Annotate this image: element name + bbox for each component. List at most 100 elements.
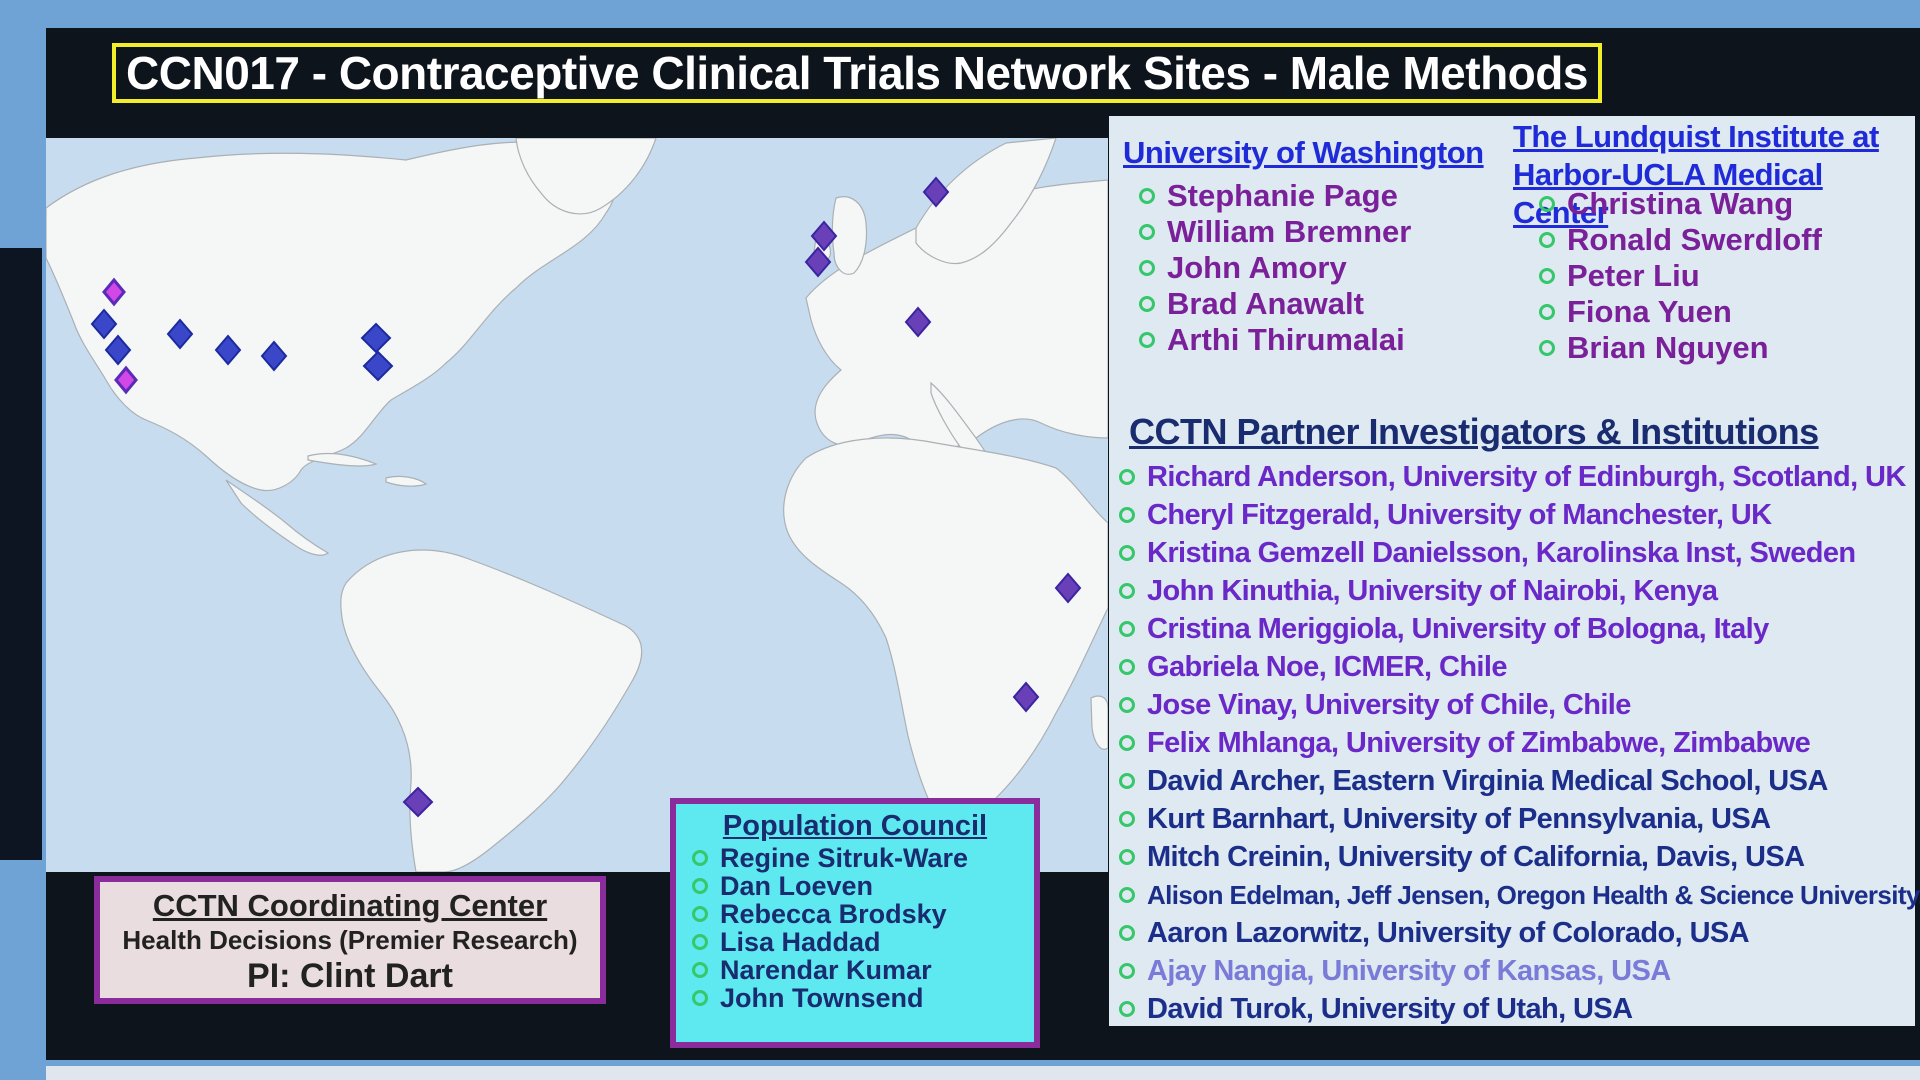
list-item: Alison Edelman, Jeff Jensen, Oregon Heal… [1119, 876, 1920, 914]
partner-entry: Ajay Nangia, University of Kansas, USA [1147, 955, 1671, 987]
list-item: Lisa Haddad [692, 928, 1034, 956]
bullet-circle-icon [1119, 697, 1135, 713]
member-name: Brad Anawalt [1167, 286, 1364, 321]
member-name: Lisa Haddad [720, 927, 881, 957]
list-item: Jose Vinay, University of Chile, Chile [1119, 686, 1909, 724]
bullet-circle-icon [1119, 849, 1135, 865]
bullet-circle-icon [692, 962, 708, 978]
bullet-circle-icon [1139, 296, 1155, 312]
list-item: Stephanie Page [1139, 178, 1411, 214]
list-item: Fiona Yuen [1539, 294, 1822, 330]
site-marker-harare[interactable] [1012, 681, 1040, 713]
site-marker-colorado[interactable] [214, 334, 242, 366]
university-of-washington-title[interactable]: University of Washington [1123, 135, 1484, 170]
bullet-circle-icon [692, 878, 708, 894]
member-name: Arthi Thirumalai [1167, 322, 1405, 357]
partner-entry: Alison Edelman, Jeff Jensen, Oregon Heal… [1147, 880, 1920, 910]
list-item: Rebecca Brodsky [692, 900, 1034, 928]
member-name: Rebecca Brodsky [720, 899, 947, 929]
site-marker-los-angeles[interactable] [114, 365, 138, 395]
slide-title: CCN017 - Contraceptive Clinical Trials N… [112, 43, 1602, 103]
caribbean-islands [307, 453, 428, 487]
list-item: Ronald Swerdloff [1539, 222, 1822, 258]
partners-list: Richard Anderson, University of Edinburg… [1119, 458, 1920, 1028]
bullet-circle-icon [692, 990, 708, 1006]
site-marker-virginia[interactable] [362, 350, 394, 382]
list-item: Aaron Lazorwitz, University of Colorado,… [1119, 914, 1909, 952]
coordinating-center-title: CCTN Coordinating Center [152, 888, 548, 923]
member-name: John Amory [1167, 250, 1347, 285]
bullet-circle-icon [1119, 963, 1135, 979]
member-name: Regine Sitruk-Ware [720, 843, 969, 873]
member-name: Fiona Yuen [1567, 294, 1732, 329]
partner-entry: Felix Mhlanga, University of Zimbabwe, Z… [1147, 727, 1811, 759]
site-marker-portland[interactable] [90, 308, 118, 340]
list-item: Peter Liu [1539, 258, 1822, 294]
coordinating-center-box: CCTN Coordinating Center Health Decision… [94, 876, 606, 1004]
site-marker-seattle[interactable] [102, 277, 126, 307]
member-name: Stephanie Page [1167, 178, 1398, 213]
site-marker-davis[interactable] [104, 334, 132, 366]
list-item: John Kinuthia, University of Nairobi, Ke… [1119, 572, 1909, 610]
partner-entry: John Kinuthia, University of Nairobi, Ke… [1147, 575, 1718, 607]
coordinating-center-pi: PI: Clint Dart [247, 957, 453, 995]
bullet-circle-icon [692, 934, 708, 950]
central-america [225, 479, 330, 556]
investigators-panel: University of Washington Stephanie Page … [1109, 116, 1920, 1028]
list-item: David Archer, Eastern Virginia Medical S… [1119, 762, 1909, 800]
list-item: Richard Anderson, University of Edinburg… [1119, 458, 1909, 496]
lundquist-institute-list: Christina Wang Ronald Swerdloff Peter Li… [1539, 186, 1822, 366]
bullet-circle-icon [1139, 188, 1155, 204]
partner-entry: David Turok, University of Utah, USA [1147, 993, 1633, 1025]
bullet-circle-icon [1139, 224, 1155, 240]
member-name: Christina Wang [1567, 186, 1794, 221]
list-item: Ajay Nangia, University of Kansas, USA [1119, 952, 1909, 990]
partner-entry: Mitch Creinin, University of California,… [1147, 841, 1805, 873]
population-council-title: Population Council [722, 810, 988, 842]
list-item: Gabriela Noe, ICMER, Chile [1119, 648, 1909, 686]
list-item: Regine Sitruk-Ware [692, 844, 1034, 872]
partner-entry: Kurt Barnhart, University of Pennsylvani… [1147, 803, 1771, 835]
bullet-circle-icon [1119, 507, 1135, 523]
bullet-circle-icon [1119, 811, 1135, 827]
bullet-circle-icon [1539, 304, 1555, 320]
member-name: William Bremner [1167, 214, 1412, 249]
population-council-list: Regine Sitruk-Ware Dan Loeven Rebecca Br… [676, 844, 1034, 1012]
partner-entry: David Archer, Eastern Virginia Medical S… [1147, 765, 1828, 797]
lundquist-title-line-1: The Lundquist Institute at [1513, 119, 1879, 154]
bullet-circle-icon [1539, 268, 1555, 284]
list-item: Dan Loeven [692, 872, 1034, 900]
bullet-circle-icon [1119, 925, 1135, 941]
bullet-circle-icon [692, 906, 708, 922]
partner-entry: Richard Anderson, University of Edinburg… [1147, 461, 1906, 493]
bullet-circle-icon [1119, 1001, 1135, 1017]
bullet-circle-icon [1119, 659, 1135, 675]
site-marker-edinburgh[interactable] [810, 220, 838, 252]
bullet-circle-icon [1139, 332, 1155, 348]
site-marker-santiago[interactable] [402, 786, 434, 818]
bullet-circle-icon [1139, 260, 1155, 276]
population-council-box: Population Council Regine Sitruk-Ware Da… [670, 798, 1040, 1048]
site-markers [90, 176, 1082, 818]
site-marker-kansas[interactable] [260, 340, 288, 372]
list-item: John Amory [1139, 250, 1411, 286]
site-marker-pennsylvania[interactable] [360, 322, 392, 354]
site-marker-stockholm[interactable] [922, 176, 950, 208]
site-marker-bologna[interactable] [904, 306, 932, 338]
lundquist-institute-title[interactable]: The Lundquist Institute at Harbor-UCLA M… [1513, 118, 1915, 232]
bullet-circle-icon [1539, 340, 1555, 356]
bullet-circle-icon [1119, 545, 1135, 561]
scandinavia [915, 138, 1057, 265]
site-marker-nairobi[interactable] [1054, 572, 1082, 604]
partner-entry: Cristina Meriggiola, University of Bolog… [1147, 613, 1769, 645]
coordinating-center-organization: Health Decisions (Premier Research) [122, 925, 578, 955]
member-name: John Townsend [720, 983, 924, 1013]
bullet-circle-icon [1119, 621, 1135, 637]
site-marker-utah[interactable] [166, 318, 194, 350]
bullet-circle-icon [1119, 735, 1135, 751]
list-item: Narendar Kumar [692, 956, 1034, 984]
world-map [46, 138, 1108, 872]
site-marker-manchester[interactable] [804, 246, 832, 278]
list-item: Christina Wang [1539, 186, 1822, 222]
list-item: Kristina Gemzell Danielsson, Karolinska … [1119, 534, 1909, 572]
